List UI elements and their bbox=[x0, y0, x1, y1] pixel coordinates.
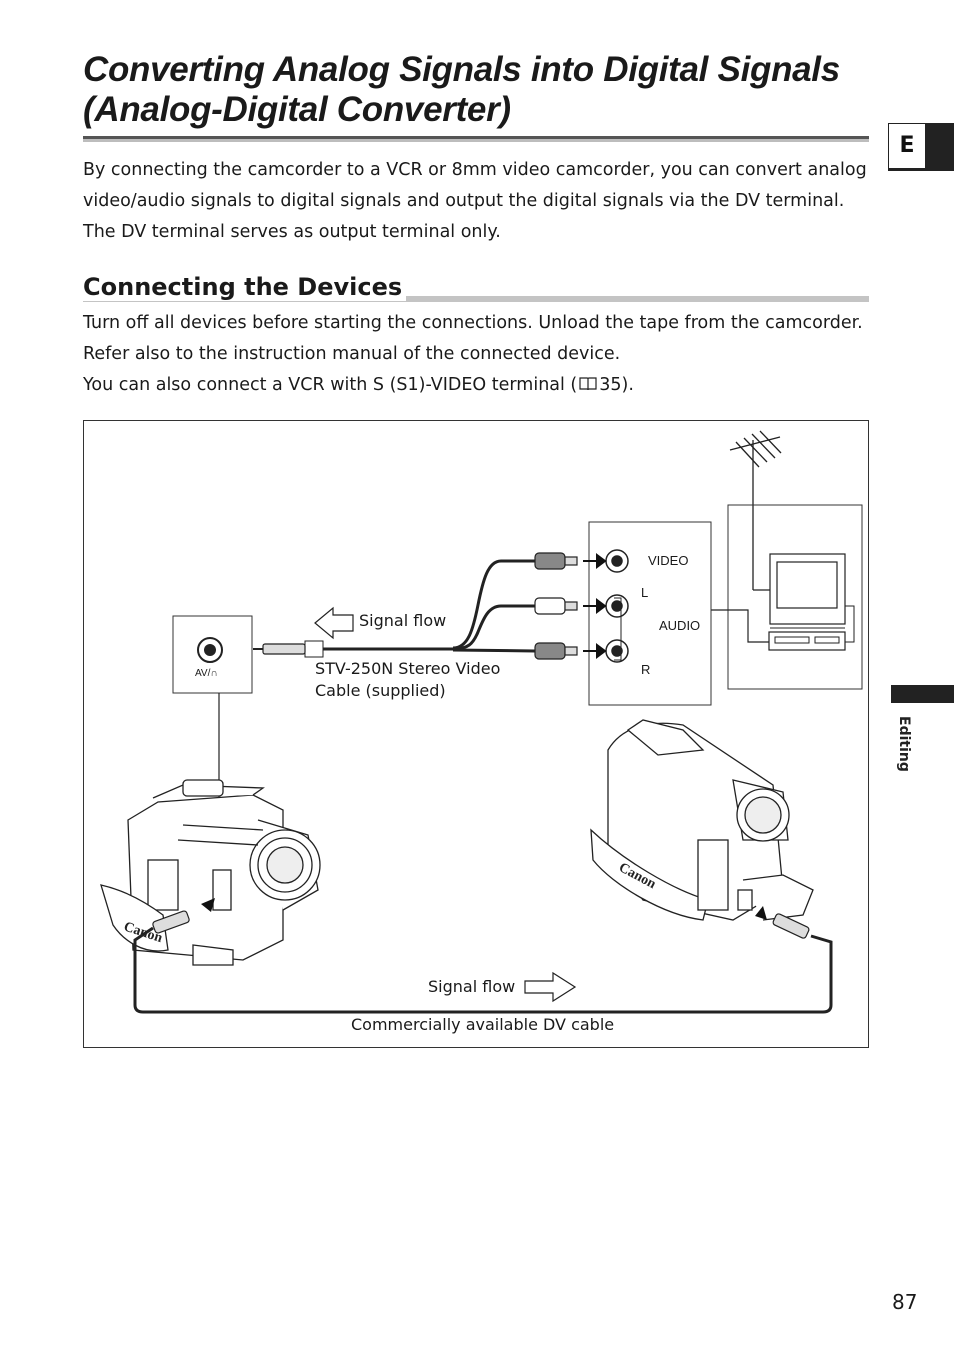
title-line-2: (Analog-Digital Converter) bbox=[83, 90, 511, 129]
section-body: Turn off all devices before starting the… bbox=[83, 308, 873, 401]
antenna-icon bbox=[729, 430, 782, 591]
cable-label-line-1: STV-250N Stereo Video bbox=[315, 659, 501, 678]
signal-flow-label-bottom: Signal flow bbox=[428, 977, 516, 996]
left-audio-label: L bbox=[641, 585, 649, 600]
page-reference[interactable]: 35). bbox=[599, 375, 634, 395]
rca-jacks bbox=[605, 549, 629, 663]
page-number: 87 bbox=[892, 1290, 918, 1314]
cable-label-line-2: Cable (supplied) bbox=[315, 681, 446, 700]
section-body-line-2-prefix: You can also connect a VCR with S (S1)-V… bbox=[83, 375, 578, 395]
av-jack-label: AV/∩ bbox=[195, 668, 218, 679]
tv-icon bbox=[769, 553, 846, 629]
book-icon bbox=[577, 370, 599, 401]
title-line-1: Converting Analog Signals into Digital S… bbox=[83, 50, 840, 89]
dv-cable-label: Commercially available DV cable bbox=[351, 1015, 615, 1034]
section-body-line-1: Turn off all devices before starting the… bbox=[83, 313, 863, 364]
vcr-icon bbox=[768, 631, 846, 651]
intro-paragraph: By connecting the camcorder to a VCR or … bbox=[83, 160, 867, 242]
side-index-bar bbox=[891, 685, 954, 703]
arrow-right-icon bbox=[524, 971, 577, 1003]
right-audio-label: R bbox=[641, 662, 651, 677]
section-body-line-2: You can also connect a VCR with S (S1)-V… bbox=[83, 370, 873, 401]
signal-flow-label-top: Signal flow bbox=[359, 611, 447, 630]
connection-diagram: Canon Canon AV/∩ Signal flow STV-250N St… bbox=[83, 420, 869, 1048]
title-rule-shadow bbox=[83, 139, 869, 142]
audio-jack-label: AUDIO bbox=[659, 618, 701, 633]
section-heading: Connecting the Devices bbox=[83, 273, 407, 301]
section-rule bbox=[83, 296, 869, 302]
video-jack-label: VIDEO bbox=[648, 553, 689, 568]
arrow-left-icon bbox=[314, 606, 354, 640]
language-tab-label: E bbox=[888, 123, 926, 169]
side-index-label: Editing bbox=[896, 716, 912, 772]
camcorder-icon bbox=[590, 719, 814, 921]
title-rule bbox=[83, 136, 869, 139]
page-title: Converting Analog Signals into Digital S… bbox=[83, 50, 883, 130]
